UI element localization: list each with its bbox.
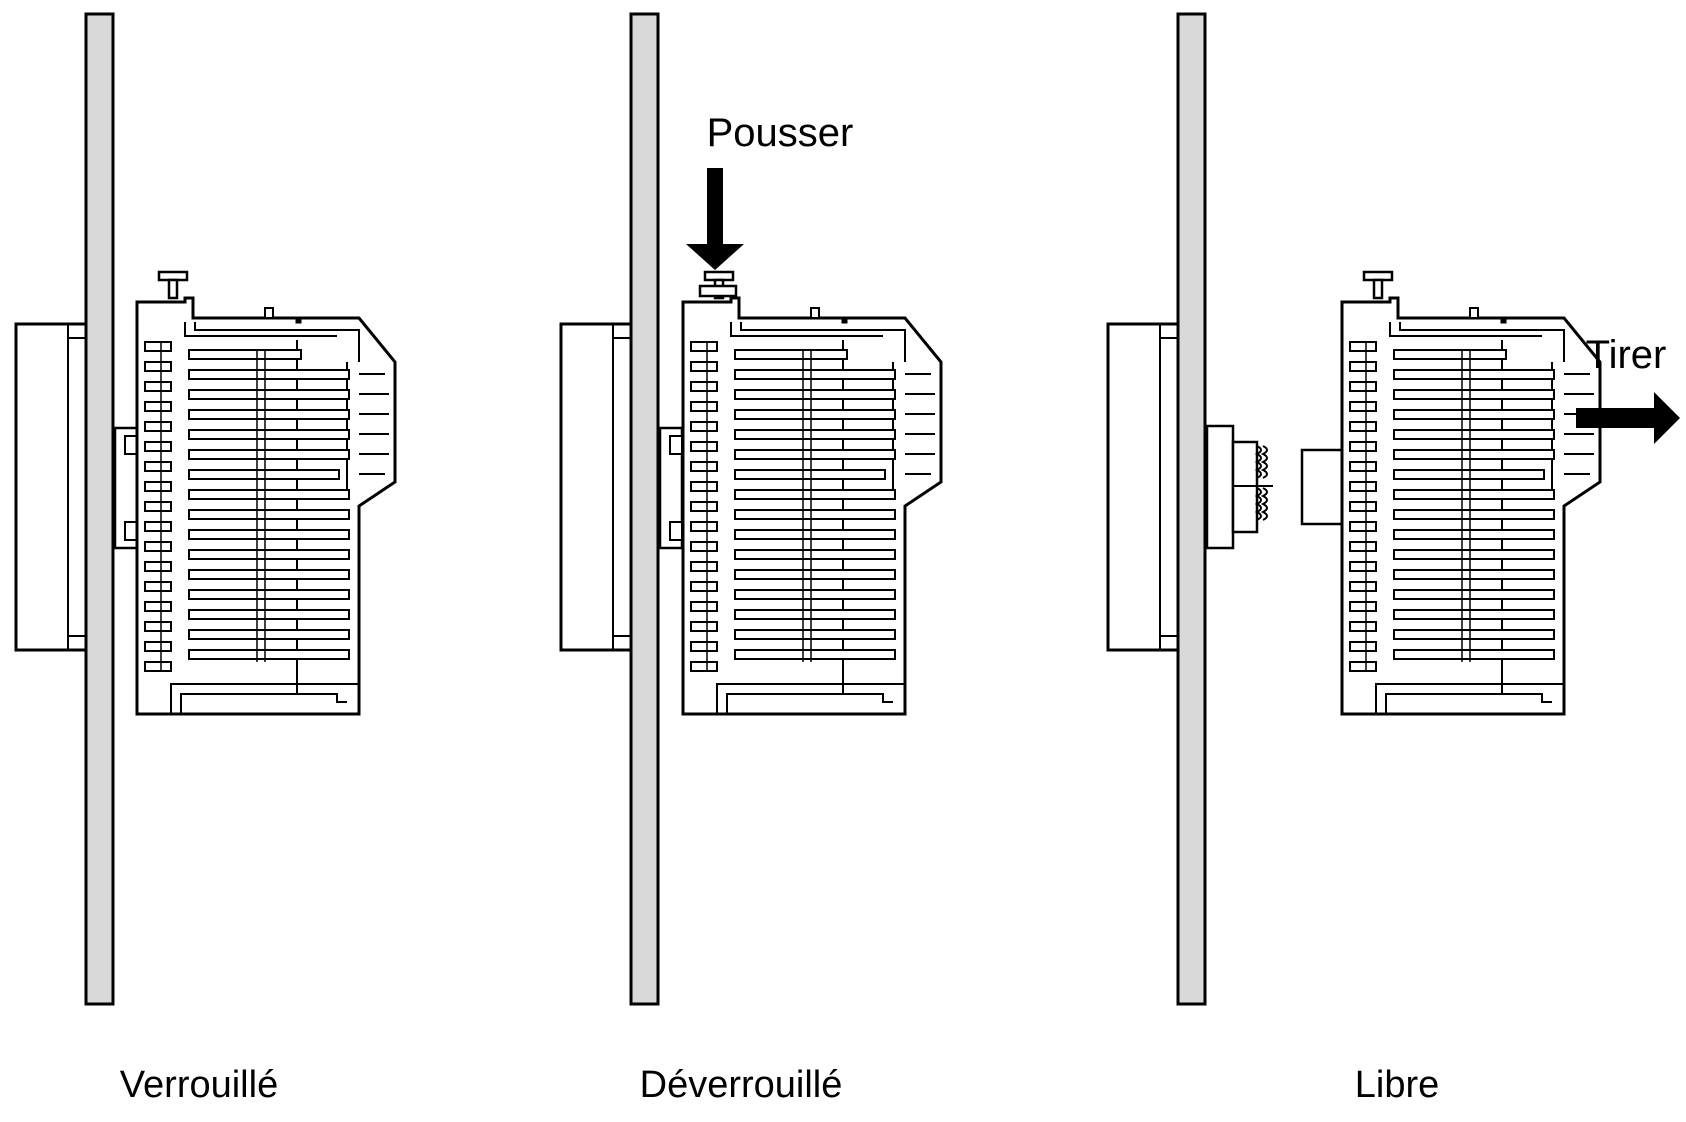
step-locked: Verrouillé <box>14 12 397 1106</box>
panel-clip <box>113 426 139 550</box>
panel-clip <box>658 426 684 550</box>
mounting-panel <box>629 12 660 1006</box>
module-locked <box>135 270 397 716</box>
module-connector <box>1300 448 1346 526</box>
caption-free: Libre <box>1355 1064 1440 1106</box>
mounting-panel <box>84 12 115 1006</box>
front-bezel <box>1106 322 1180 652</box>
right-arrow-icon <box>1576 392 1680 444</box>
push-label: Pousser <box>707 111 854 155</box>
step-free: Tirer Libre <box>1106 12 1680 1106</box>
pull-label: Tirer <box>1586 333 1667 377</box>
module-unlocked <box>681 270 943 716</box>
threaded-socket <box>1205 424 1275 550</box>
front-bezel <box>14 322 88 652</box>
mounting-panel <box>1176 12 1207 1006</box>
step-unlocked: Pousser Déverrouillé <box>559 12 943 1106</box>
down-arrow-icon <box>686 168 744 270</box>
module-free <box>1340 270 1602 716</box>
caption-locked: Verrouillé <box>120 1064 278 1106</box>
front-bezel <box>559 322 633 652</box>
caption-unlocked: Déverrouillé <box>640 1064 843 1106</box>
